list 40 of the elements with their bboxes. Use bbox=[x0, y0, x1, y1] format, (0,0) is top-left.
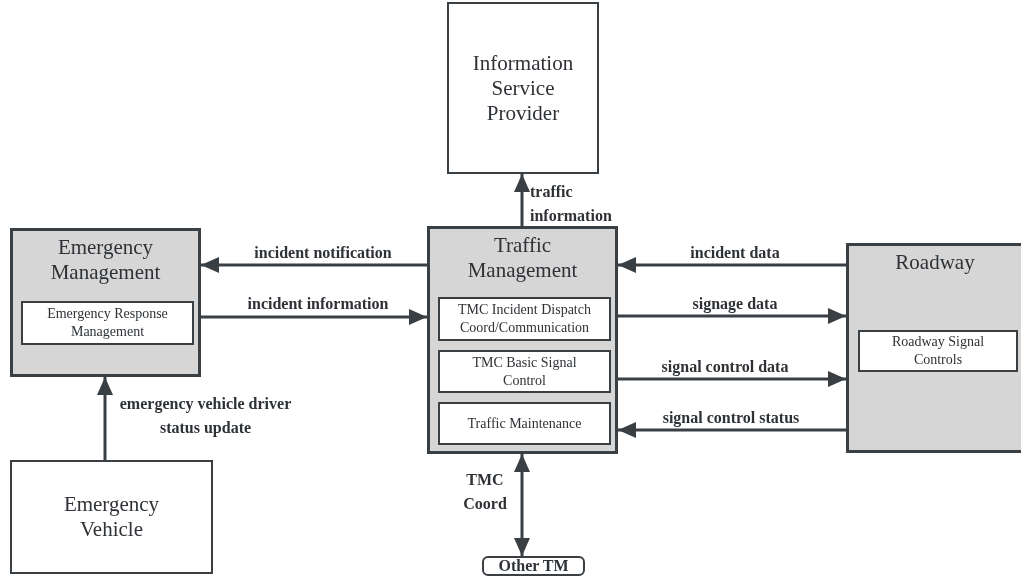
box-title: Traffic Maintenance bbox=[466, 414, 583, 433]
subsystem-box bbox=[438, 402, 611, 445]
arrow bbox=[514, 174, 530, 226]
edge-label: signal control data bbox=[661, 358, 789, 375]
system-box bbox=[10, 228, 201, 377]
edge-label: signage data bbox=[692, 295, 778, 312]
edge-label: incident data bbox=[690, 244, 780, 261]
arrow bbox=[618, 422, 846, 438]
system-box bbox=[427, 226, 618, 454]
edge-label: TMC Coord bbox=[463, 471, 507, 512]
subsystem-box bbox=[858, 330, 1018, 372]
system-box bbox=[10, 460, 213, 574]
arrow bbox=[618, 371, 846, 387]
subsystem-box bbox=[21, 301, 194, 345]
box-title: Traffic Management bbox=[466, 233, 579, 283]
edge-label: signal control status bbox=[662, 409, 800, 426]
box-title: Emergency Vehicle bbox=[62, 492, 161, 542]
edge-label: incident information bbox=[247, 295, 389, 312]
box-title: Emergency Response Management bbox=[46, 305, 169, 341]
subsystem-box bbox=[438, 350, 611, 393]
box-title: Roadway Signal Controls bbox=[890, 333, 986, 369]
box-title: Roadway bbox=[894, 250, 976, 275]
box-title: TMC Incident Dispatch Coord/Communication bbox=[457, 301, 592, 337]
arrow bbox=[97, 377, 113, 460]
edge-label: incident notification bbox=[254, 244, 392, 261]
box-title: Emergency Management bbox=[49, 235, 162, 285]
edge-label: traffic information bbox=[530, 183, 612, 224]
system-box bbox=[846, 243, 1021, 453]
arrow bbox=[618, 308, 846, 324]
arrow bbox=[514, 454, 530, 556]
arrow bbox=[201, 257, 427, 273]
system-box bbox=[482, 556, 585, 576]
subsystem-box bbox=[438, 297, 611, 341]
system-box bbox=[447, 2, 599, 174]
box-title: Information Service Provider bbox=[471, 50, 575, 126]
box-title: TMC Basic Signal Control bbox=[471, 353, 578, 390]
arrow bbox=[618, 257, 846, 273]
edge-label: emergency vehicle driver status update bbox=[119, 395, 292, 436]
box-title: Other TM bbox=[497, 556, 570, 576]
arrow bbox=[201, 309, 427, 325]
